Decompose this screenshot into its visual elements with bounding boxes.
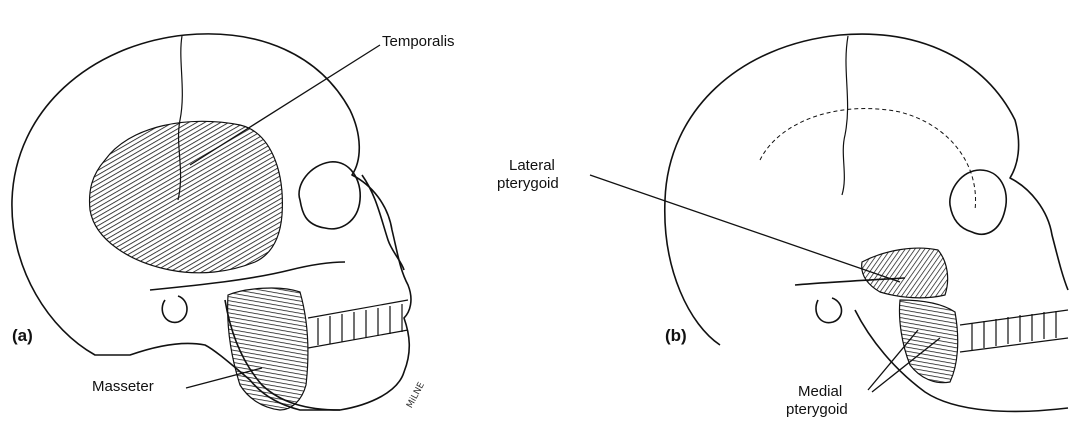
temporalis-leader — [190, 45, 380, 165]
orbit-a — [299, 162, 360, 229]
ear-a — [162, 296, 187, 322]
masseter-muscle — [228, 288, 308, 410]
masseter-label: Masseter — [92, 378, 154, 396]
ear-b — [816, 298, 842, 323]
medial-pterygoid-label-line1: Medial — [798, 383, 842, 401]
skull-b — [665, 34, 1068, 411]
orbit-b — [950, 170, 1006, 234]
medial-pterygoid-label-line2: pterygoid — [786, 401, 848, 419]
temporalis-label: Temporalis — [382, 33, 455, 51]
coronal-suture-b — [842, 36, 848, 195]
skull-b-outline — [665, 34, 1068, 345]
lateral-pterygoid-leader — [590, 175, 900, 282]
cranial-fossa-b — [760, 109, 976, 210]
lateral-pterygoid-label-line1: Lateral — [509, 157, 555, 175]
teeth-a — [308, 300, 408, 348]
panel-a-label: (a) — [12, 327, 33, 345]
temporalis-muscle — [90, 121, 283, 272]
panel-b-label: (b) — [665, 327, 687, 345]
lateral-pterygoid-label-line2: pterygoid — [497, 175, 559, 193]
teeth-b — [960, 310, 1068, 352]
